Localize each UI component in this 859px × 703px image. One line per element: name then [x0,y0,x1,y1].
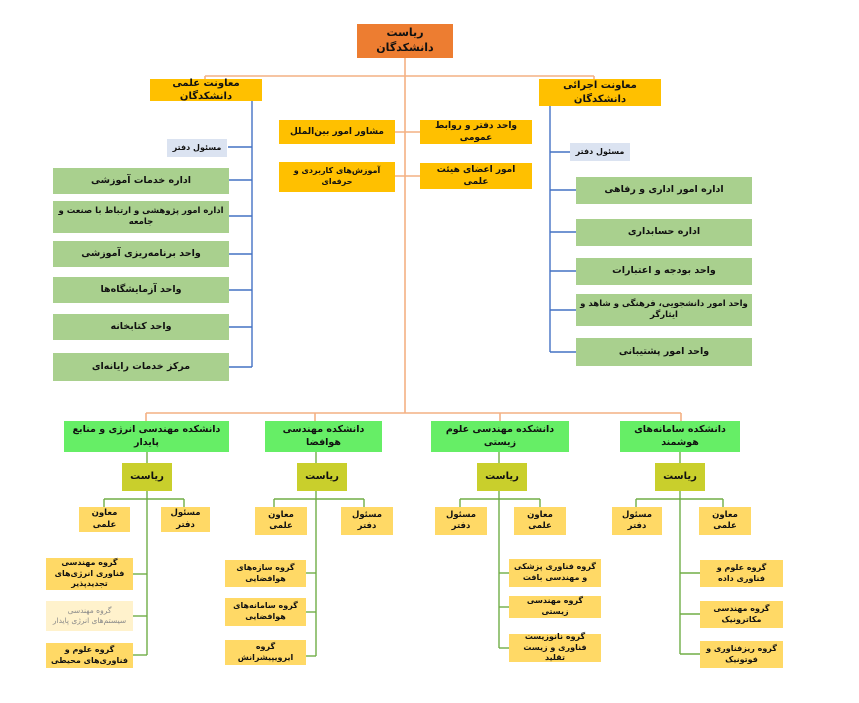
science-vp-box: معاون علمی [79,507,130,532]
department-group-box: گروه مهندسی زیستی [509,596,601,618]
vocational-training-box: آموزش‌های کاربردی و حرفه‌ای [279,162,395,192]
faculty-head-box: ریاست [655,463,705,491]
faculty-header-box: دانشکده مهندسی علوم زیستی [431,421,569,452]
executive-office-box: مسئول دفتر [570,143,630,161]
science-office-box: مسئول دفتر [167,139,227,157]
faculty-affairs-box: امور اعضای هیئت علمی [420,163,532,189]
department-group-box: گروه علوم و فناوری داده [700,560,783,587]
science-unit-box: واحد کتابخانه [53,314,229,340]
science-vp-dept-box: معاونت علمی دانشکدگان [150,78,262,102]
public-relations-box: واحد دفتر و روابط عمومی [420,120,532,144]
science-vp-box: معاون علمی [255,507,307,535]
faculty-header-box: دانشکده مهندسی انرژی و منابع پایدار [64,421,229,452]
science-unit-box: واحد آزمایشگاه‌ها [53,277,229,303]
executive-unit-box: اداره امور اداری و رفاهی [576,177,752,204]
department-group-box: گروه ایرویپیشرانش [225,640,306,665]
faculty-head-box: ریاست [477,463,527,491]
executive-unit-box: اداره حسابداری [576,219,752,246]
executive-vp-dept-box: معاونت اجرائی دانشکدگان [539,79,661,106]
office-manager-box: مسئول دفتر [435,507,487,535]
office-manager-box: مسئول دفتر [341,507,393,535]
root-box: ریاست دانشکدگان [357,24,453,58]
science-unit-box: اداره خدمات آموزشی [53,168,229,194]
department-group-box: گروه سامانه‌های هوافضایی [225,598,306,626]
intl-advisor-box: مشاور امور بین‌الملل [279,120,395,144]
executive-unit-box: واحد امور دانشجویی، فرهنگی و شاهد و ایثا… [576,294,752,326]
science-unit-box: واحد برنامه‌ریزی آموزشی [53,241,229,267]
office-manager-box: مسئول دفتر [161,507,210,532]
department-group-box: گروه نانوزیست فناوری و زیست تقلید [509,632,601,662]
department-group-box: گروه ریزفناوری و فوتونیک [700,641,783,668]
executive-unit-box: واحد امور پشتیبانی [576,338,752,366]
department-group-box: گروه علوم و فناوری‌های محیطی [46,643,133,668]
office-manager-box: مسئول دفتر [612,507,662,535]
department-group-box: گروه مهندسی سیستم‌های انرژی پایدار [46,601,133,631]
department-group-box: گروه فناوری پزشکی و مهندسی بافت [509,559,601,587]
department-group-box: گروه مهندسی مکاترونیک [700,601,783,628]
executive-unit-box: واحد بودجه و اعتبارات [576,258,752,285]
department-group-box: گروه سازه‌های هوافضایی [225,560,306,587]
faculty-header-box: دانشکده سامانه‌های هوشمند [620,421,740,452]
science-unit-box: مرکز خدمات رایانه‌ای [53,353,229,381]
science-vp-box: معاون علمی [514,507,566,535]
department-group-box: گروه مهندسی فناوری انرژی‌های تجدیدپذیر [46,558,133,590]
faculty-head-box: ریاست [122,463,172,491]
faculty-header-box: دانشکده مهندسی هوافضا [265,421,382,452]
faculty-head-box: ریاست [297,463,347,491]
science-vp-box: معاون علمی [699,507,751,535]
science-unit-box: اداره امور پژوهشی و ارتباط با صنعت و جام… [53,201,229,233]
